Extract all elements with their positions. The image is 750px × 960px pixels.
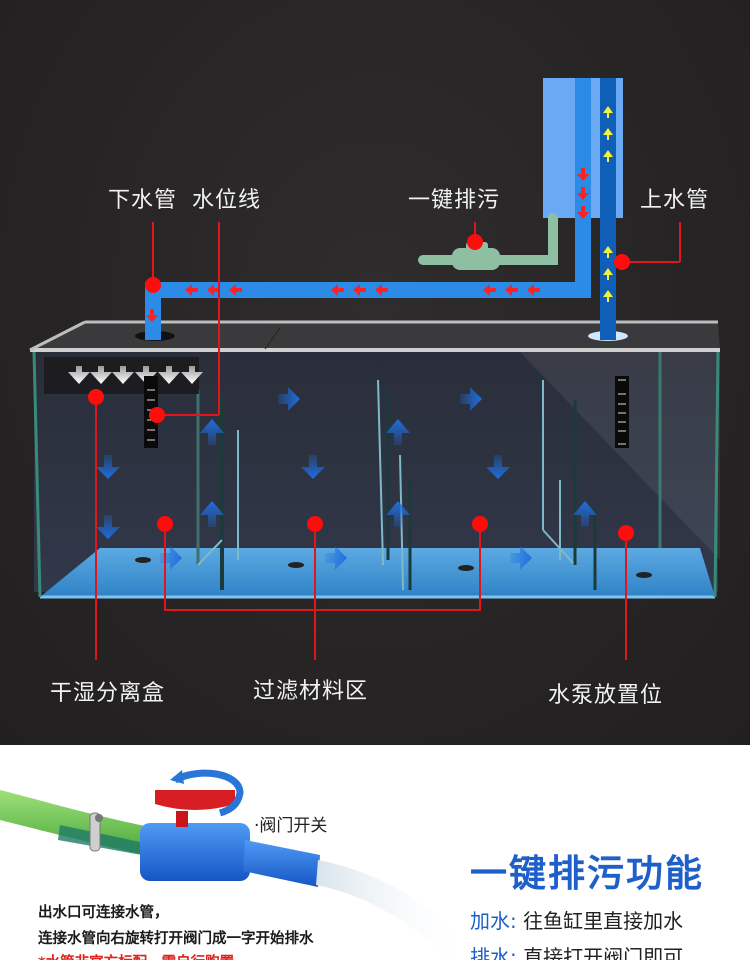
- yellow-up-arrow: [603, 128, 613, 140]
- hose-clamp: [89, 812, 101, 852]
- red-down-arrow: [146, 309, 158, 322]
- feature-key: 排水:: [470, 945, 517, 960]
- flow-arrow-up: [386, 501, 410, 527]
- valve-illustration: [0, 769, 470, 960]
- feature-value: 直接打开阀门即可: [523, 945, 684, 960]
- callout-dot: [145, 277, 161, 293]
- diagram-graphic: [29, 78, 720, 660]
- label-water-level: 水位线: [192, 188, 262, 213]
- callout-dot: [88, 389, 104, 405]
- water-stream: [316, 860, 470, 960]
- white-down-arrow: [181, 366, 203, 384]
- feature-title: 一键排污功能: [470, 852, 704, 895]
- white-down-arrow: [112, 366, 134, 384]
- white-down-arrow: [68, 366, 90, 384]
- instruction-line-1: 出水口可连接水管，: [38, 905, 169, 921]
- red-down-arrow: [577, 206, 589, 219]
- water-level-gauge-right: [615, 376, 629, 448]
- flow-arrows: [96, 387, 597, 570]
- callout-dot: [467, 234, 483, 250]
- callout-dot: [157, 516, 173, 532]
- yellow-up-arrow: [603, 268, 613, 280]
- flow-arrow-up: [573, 501, 597, 527]
- label-uppipe: 上水管: [640, 188, 710, 213]
- flow-arrow-right: [325, 546, 347, 570]
- red-down-arrow: [577, 168, 589, 181]
- feature-drain-water: 排水: 直接打开阀门即可: [470, 941, 683, 960]
- callout-dots: [88, 234, 634, 541]
- yellow-up-arrow: [603, 106, 613, 118]
- label-filter-zone: 过滤材料区: [253, 679, 369, 704]
- red-left-arrow: [483, 284, 496, 296]
- red-left-arrow: [527, 284, 540, 296]
- feature-value: 往鱼缸里直接加水: [523, 909, 684, 933]
- flow-arrow-up: [386, 419, 410, 445]
- label-downpipe: 下水管: [108, 188, 178, 213]
- valve-handle: [155, 790, 235, 810]
- flow-arrow-down: [96, 455, 120, 479]
- callout-dot: [618, 525, 634, 541]
- pipes: [145, 78, 623, 340]
- flow-arrow-down: [486, 455, 510, 479]
- red-left-arrow: [331, 284, 344, 296]
- yellow-up-arrow: [603, 246, 613, 258]
- red-left-arrow: [353, 284, 366, 296]
- callout-dot: [149, 407, 165, 423]
- label-dry-wet-box: 干湿分离盒: [50, 681, 166, 706]
- feature-add-water: 加水: 往鱼缸里直接加水: [470, 905, 683, 934]
- flow-arrow-up: [200, 501, 224, 527]
- yellow-up-arrow: [603, 290, 613, 302]
- tank-lid: [29, 320, 720, 352]
- tank-body: [32, 351, 720, 599]
- red-left-arrow: [505, 284, 518, 296]
- yellow-up-arrow: [603, 150, 613, 162]
- flow-arrow-right: [160, 546, 182, 570]
- drain-valve: [452, 248, 500, 270]
- red-left-arrow: [229, 284, 242, 296]
- flow-arrow-down: [96, 515, 120, 539]
- instruction-line-2: 连接水管向右旋转打开阀门成一字开始排水: [38, 931, 314, 947]
- callout-dot: [614, 254, 630, 270]
- label-pump-position: 水泵放置位: [548, 683, 664, 708]
- white-down-arrow: [90, 366, 112, 384]
- red-left-arrow: [185, 284, 198, 296]
- instruction-note: *水管非官方标配，需自行购置: [38, 951, 234, 960]
- outlet-pipe: [145, 282, 591, 298]
- sump-diagram: 下水管 水位线 一键排污 上水管 干湿分离盒 过滤材料区 水泵放置位: [0, 0, 750, 745]
- flow-arrow-up: [200, 419, 224, 445]
- callout-dot: [472, 516, 488, 532]
- dry-wet-separation-box: [44, 357, 203, 394]
- red-left-arrow: [375, 284, 388, 296]
- callout-dot: [307, 516, 323, 532]
- rotate-arrow-icon: [173, 769, 244, 817]
- white-down-arrow: [158, 366, 180, 384]
- valve-feature-panel: ·阀门开关 出水口可连接水管， 连接水管向右旋转打开阀门成一字开始排水 *水管非…: [0, 745, 750, 960]
- flow-arrow-right: [460, 387, 482, 411]
- flow-arrow-right: [278, 387, 300, 411]
- red-left-arrow: [207, 284, 220, 296]
- valve-body: [140, 823, 250, 881]
- flow-arrow-right: [510, 546, 532, 570]
- callouts: [95, 222, 681, 660]
- feature-key: 加水:: [470, 909, 517, 933]
- label-one-key-drain: 一键排污: [408, 188, 501, 213]
- red-down-arrow: [577, 187, 589, 200]
- valve-switch-label: ·阀门开关: [254, 816, 328, 836]
- flow-arrow-down: [301, 455, 325, 479]
- white-down-arrow: [135, 366, 157, 384]
